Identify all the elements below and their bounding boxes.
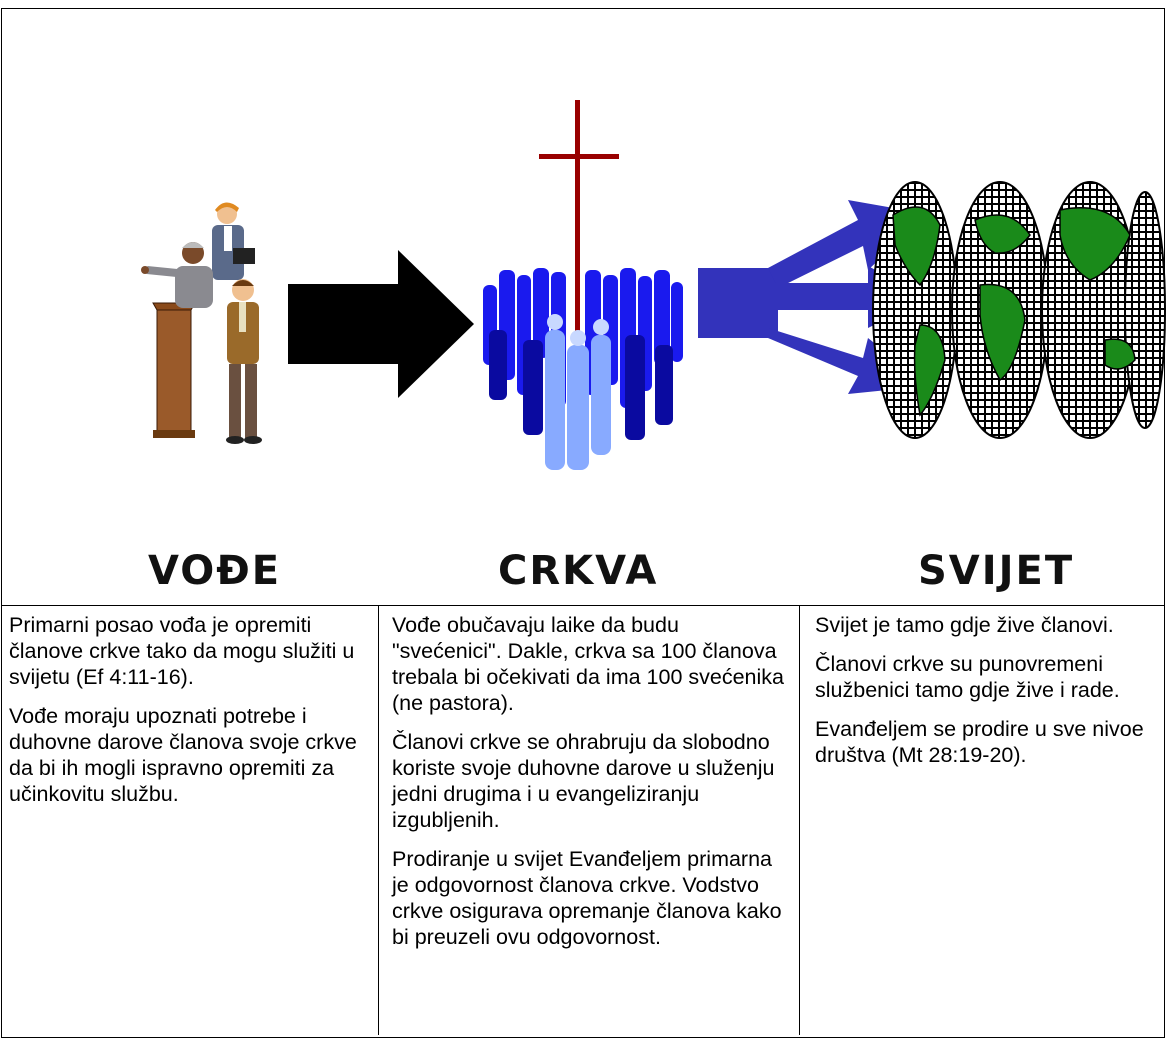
heading-church: CRKVA xyxy=(498,548,659,594)
world-paragraph: Članovi crkve su punovremeni službenici … xyxy=(815,652,1120,702)
world-paragraph: Svijet je tamo gdje žive članovi. xyxy=(815,613,1114,637)
leaders-paragraph: Primarni posao vođa je opremiti članove … xyxy=(9,613,355,689)
column-divider xyxy=(378,605,379,1035)
world-globe-icon xyxy=(872,181,1166,439)
heading-world: SVIJET xyxy=(918,548,1075,594)
horizontal-divider xyxy=(1,605,1165,606)
church-paragraph: Vođe obučavaju laike da budu "svećenici"… xyxy=(392,613,784,715)
church-paragraph: Prodiranje u svijet Evanđeljem primarna … xyxy=(392,847,782,949)
column-world: Svijet je tamo gdje žive članovi. Članov… xyxy=(815,612,1165,781)
church-paragraph: Članovi crkve se ohrabruju da slobodno k… xyxy=(392,730,775,832)
church-crowd-icon xyxy=(483,100,683,470)
leaders-group-icon xyxy=(141,202,262,444)
heading-leaders: VOĐE xyxy=(148,548,282,594)
world-paragraph: Evanđeljem se prodire u sve nivoe društv… xyxy=(815,717,1144,767)
leaders-paragraph: Vođe moraju upoznati potrebe i duhovne d… xyxy=(9,704,357,806)
arrow-right-icon xyxy=(288,250,474,398)
column-leaders: Primarni posao vođa je opremiti članove … xyxy=(9,612,364,820)
column-church: Vođe obučavaju laike da budu "svećenici"… xyxy=(392,612,794,963)
column-divider xyxy=(799,605,800,1035)
